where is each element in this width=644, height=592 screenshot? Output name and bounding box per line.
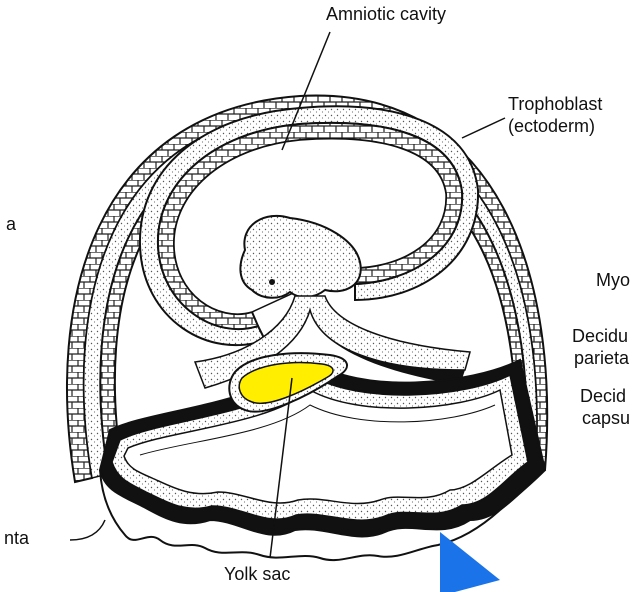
label-a: a — [6, 214, 16, 234]
label-decidua-capsularis-2: capsu — [582, 408, 630, 428]
label-decidua-parietalis-2: parieta — [574, 348, 629, 368]
label-yolk-sac: Yolk sac — [224, 564, 290, 584]
label-amniotic-cavity: Amniotic cavity — [326, 4, 446, 24]
label-myo: Myo — [596, 270, 630, 290]
label-placenta: nta — [4, 528, 29, 548]
label-decidua-parietalis-1: Decidu — [572, 326, 628, 346]
label-decidua-capsularis-1: Decid — [580, 386, 626, 406]
leader-placenta — [70, 520, 105, 540]
label-ectoderm: (ectoderm) — [508, 116, 595, 136]
chorionic-sac-inner — [124, 390, 512, 504]
leader-trophoblast — [462, 118, 505, 138]
label-trophoblast: Trophoblast — [508, 94, 602, 114]
blue-triangle-pointer-icon — [440, 532, 500, 592]
